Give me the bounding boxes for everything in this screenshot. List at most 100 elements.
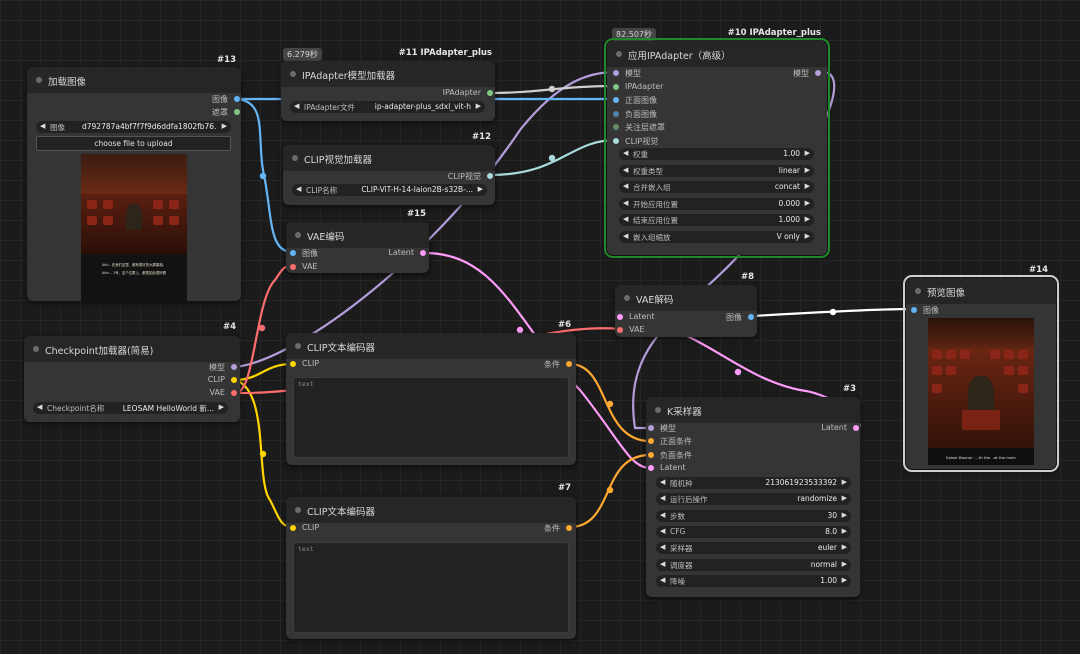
port-dot-icon[interactable] (231, 377, 237, 383)
arrow-right-icon[interactable]: ▶ (841, 576, 847, 584)
output-ipadapter[interactable]: IPAdapter (443, 88, 493, 97)
wire-vae-to-encode[interactable] (234, 264, 293, 395)
port-dot-icon[interactable] (613, 138, 619, 144)
wire-clip-neg[interactable] (234, 378, 293, 529)
output-clip[interactable]: CLIP (208, 375, 237, 384)
wire-midpoint-dot[interactable] (548, 154, 556, 162)
arrow-right-icon[interactable]: ▶ (218, 403, 224, 411)
wire-cond-pos[interactable] (569, 362, 651, 443)
input-clip-vision[interactable]: CLIP视觉 (613, 136, 658, 147)
arrow-right-icon[interactable]: ▶ (804, 199, 810, 207)
input-vae[interactable]: VAE (290, 262, 318, 271)
output-model[interactable]: 模型 (209, 362, 237, 373)
port-dot-icon[interactable] (613, 124, 619, 130)
output-latent[interactable]: Latent (388, 248, 426, 257)
negative-prompt-textarea[interactable]: text (293, 542, 569, 633)
node-header[interactable]: CLIP文本编码器 (286, 333, 576, 359)
port-dot-icon[interactable] (613, 70, 619, 76)
node-header[interactable]: K采样器 (646, 397, 860, 423)
input-attention-mask[interactable]: 关注层遮罩 (613, 122, 665, 133)
port-dot-icon[interactable] (231, 364, 237, 370)
arrow-left-icon[interactable]: ◀ (660, 527, 666, 535)
port-dot-icon[interactable] (648, 438, 654, 444)
node-header[interactable]: VAE解码 (615, 285, 757, 311)
wire-midpoint-dot[interactable] (829, 308, 837, 316)
node-header[interactable]: 加载图像 (27, 67, 241, 93)
arrow-left-icon[interactable]: ◀ (660, 478, 666, 486)
input-positive[interactable]: 正面条件 (648, 436, 692, 447)
wire-clip-vision[interactable] (489, 138, 617, 177)
output-image[interactable]: 图像 (212, 94, 240, 105)
port-dot-icon[interactable] (290, 250, 296, 256)
arrow-right-icon[interactable]: ▶ (804, 166, 810, 174)
arrow-left-icon[interactable]: ◀ (660, 543, 666, 551)
port-dot-icon[interactable] (231, 390, 237, 396)
output-image[interactable]: 图像 (726, 312, 754, 323)
arrow-left-icon[interactable]: ◀ (37, 403, 43, 411)
port-dot-icon[interactable] (566, 361, 572, 367)
wire-midpoint-dot[interactable] (548, 85, 556, 93)
port-dot-icon[interactable] (815, 70, 821, 76)
port-dot-icon[interactable] (234, 109, 240, 115)
port-dot-icon[interactable] (617, 314, 623, 320)
input-ipadapter[interactable]: IPAdapter (613, 82, 663, 91)
node-header[interactable]: CLIP文本编码器 (286, 497, 576, 523)
node-header[interactable]: VAE编码 (286, 222, 429, 248)
input-negative[interactable]: 负面条件 (648, 450, 692, 461)
wire-midpoint-dot[interactable] (516, 326, 524, 334)
arrow-right-icon[interactable]: ▶ (475, 102, 481, 110)
collapse-dot-icon[interactable] (616, 51, 622, 57)
arrow-left-icon[interactable]: ◀ (623, 166, 629, 174)
node-header[interactable]: Checkpoint加载器(简易) (24, 336, 240, 362)
arrow-left-icon[interactable]: ◀ (623, 182, 629, 190)
input-model[interactable]: 模型 (613, 68, 641, 79)
clip-text-encode-positive-node[interactable]: CLIP文本编码器 CLIP 条件 text (286, 333, 576, 465)
output-model[interactable]: 模型 (793, 68, 821, 79)
arrow-right-icon[interactable]: ▶ (841, 560, 847, 568)
port-dot-icon[interactable] (566, 525, 572, 531)
arrow-right-icon[interactable]: ▶ (804, 215, 810, 223)
arrow-left-icon[interactable]: ◀ (623, 199, 629, 207)
arrow-right-icon[interactable]: ▶ (841, 543, 847, 551)
input-latent[interactable]: Latent (648, 463, 686, 472)
output-clip-vision[interactable]: CLIP视觉 (448, 171, 493, 182)
collapse-dot-icon[interactable] (292, 155, 298, 161)
port-dot-icon[interactable] (290, 264, 296, 270)
wire-midpoint-dot[interactable] (734, 368, 742, 376)
input-latent[interactable]: Latent (617, 312, 655, 321)
wire-midpoint-dot[interactable] (258, 324, 266, 332)
wire-midpoint-dot[interactable] (606, 400, 614, 408)
port-dot-icon[interactable] (748, 314, 754, 320)
arrow-right-icon[interactable]: ▶ (804, 182, 810, 190)
collapse-dot-icon[interactable] (295, 343, 301, 349)
arrow-right-icon[interactable]: ▶ (477, 185, 483, 193)
input-clip[interactable]: CLIP (290, 523, 319, 532)
arrow-right-icon[interactable]: ▶ (841, 527, 847, 535)
port-dot-icon[interactable] (648, 425, 654, 431)
wire-image-to-vae-encode[interactable] (234, 97, 293, 254)
port-dot-icon[interactable] (613, 84, 619, 90)
output-mask[interactable]: 遮罩 (212, 107, 240, 118)
node-header[interactable]: IPAdapter模型加载器 (281, 61, 495, 87)
node-header[interactable]: 预览图像 (906, 278, 1056, 304)
arrow-left-icon[interactable]: ◀ (660, 494, 666, 502)
output-conditioning[interactable]: 条件 (544, 359, 572, 370)
input-image[interactable]: 图像 (911, 305, 939, 316)
collapse-dot-icon[interactable] (33, 346, 39, 352)
arrow-left-icon[interactable]: ◀ (623, 215, 629, 223)
arrow-right-icon[interactable]: ▶ (804, 232, 810, 240)
port-dot-icon[interactable] (234, 96, 240, 102)
collapse-dot-icon[interactable] (915, 288, 921, 294)
arrow-left-icon[interactable]: ◀ (660, 511, 666, 519)
arrow-right-icon[interactable]: ▶ (841, 494, 847, 502)
